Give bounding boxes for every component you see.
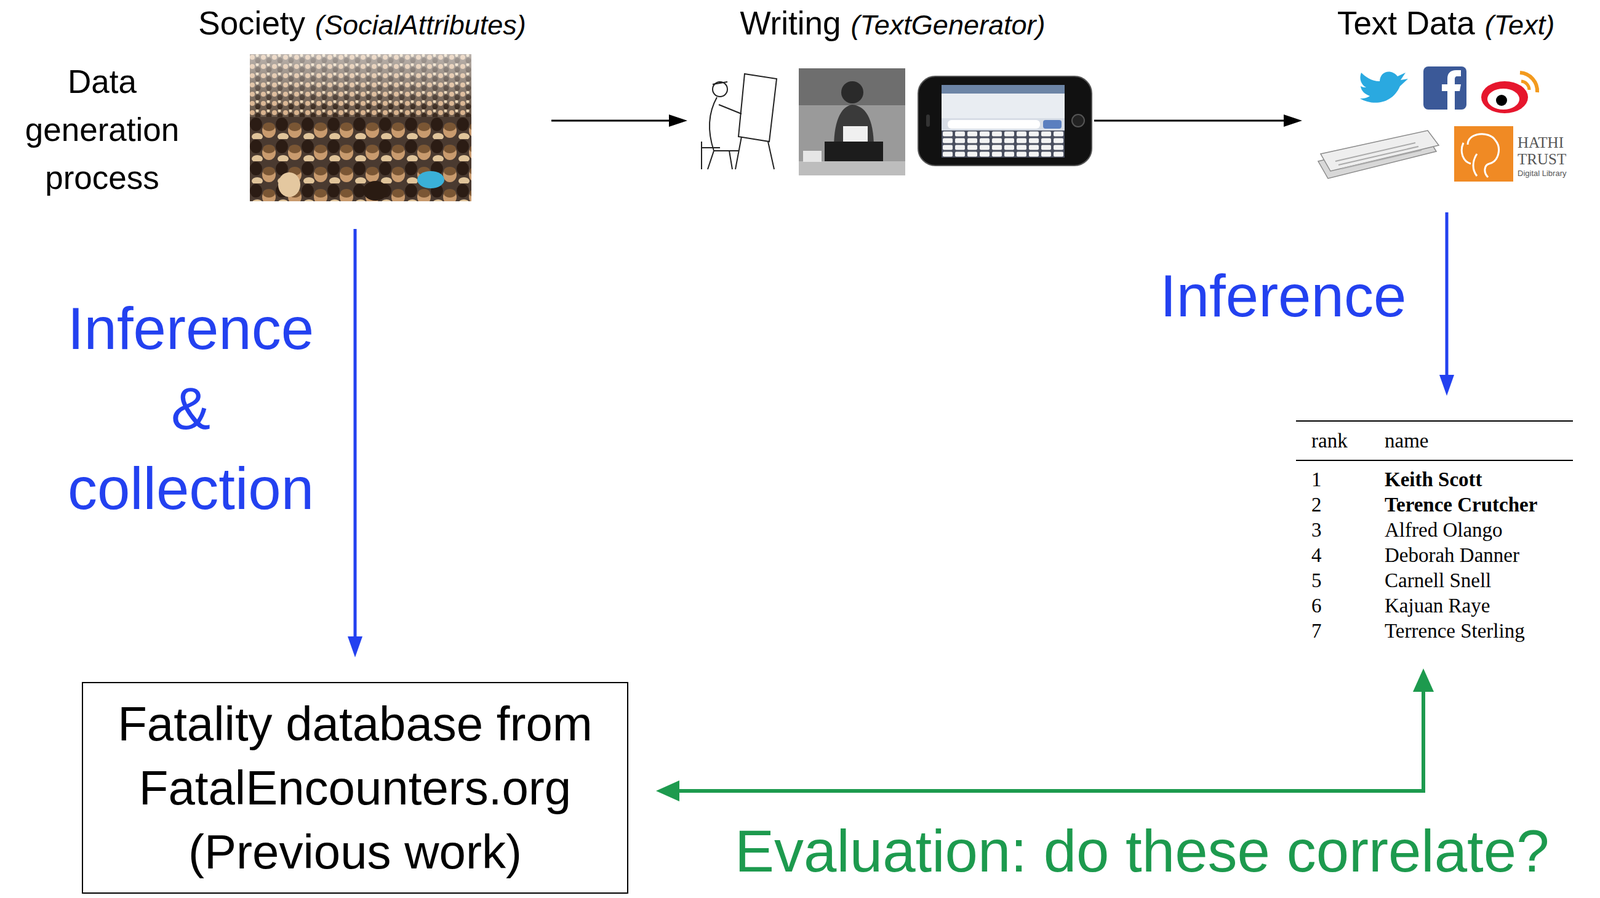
- stage-heading: Society (SocialAttributes): [175, 3, 549, 202]
- database-box: Fatality database from FatalEncounters.o…: [81, 681, 629, 894]
- facebook-icon: [1423, 66, 1467, 110]
- crowd-photo: [249, 116, 472, 202]
- scribe-sketch: [738, 73, 777, 142]
- weibo-icon: [1481, 81, 1528, 114]
- scribe-sketch: [707, 150, 733, 170]
- scribe-sketch: [701, 141, 720, 170]
- phone-picture: [941, 130, 1065, 158]
- typist-photo: [833, 104, 874, 148]
- phone-picture: [918, 76, 1092, 166]
- name-cell: Terrence Sterling: [1384, 618, 1573, 644]
- phone-picture: [947, 120, 1040, 129]
- scribe-sketch: [709, 97, 739, 151]
- stage-name: Society: [198, 4, 306, 42]
- name-cell: Terence Crutcher: [1384, 492, 1573, 518]
- name-cell: Keith Scott: [1384, 467, 1573, 493]
- hathitrust-logo: [1461, 134, 1499, 178]
- crowd-photo: [278, 172, 301, 197]
- table-grid: rankname 1Keith Scott2Terence Crutcher3Al…: [1296, 420, 1573, 644]
- edge-label: Evaluation: do these correlate?: [734, 817, 1550, 885]
- rank-cell: 3: [1296, 517, 1385, 543]
- name-cell: Deborah Danner: [1384, 542, 1573, 568]
- stage-name: Writing: [740, 4, 842, 42]
- rank-cell: 1: [1296, 467, 1385, 493]
- logo-wordmark: HATHI TRUST: [1517, 134, 1580, 168]
- phone-picture: [941, 84, 1065, 158]
- phone-picture: [1043, 120, 1062, 129]
- weibo-icon: [1496, 94, 1508, 106]
- newspaper-picture: [1320, 130, 1439, 172]
- newspaper-picture: [1335, 142, 1422, 169]
- rank-cell: 2: [1296, 492, 1385, 518]
- stage-heading: Text Data(Text): [1308, 3, 1584, 182]
- crowd-photo: [249, 54, 472, 117]
- evaluation-arrow: [678, 690, 1424, 791]
- newspaper-picture: [1318, 130, 1439, 179]
- crowd-photo: [363, 180, 388, 201]
- table-header: name: [1384, 421, 1573, 461]
- rank-cell: 6: [1296, 593, 1385, 619]
- scribe-sketch: [712, 81, 728, 85]
- weibo-icon: [1487, 88, 1520, 110]
- typist-photo: [803, 150, 822, 162]
- heading-line: Society (SocialAttributes): [198, 3, 526, 52]
- typist-photo: [798, 68, 906, 176]
- hathitrust-logo: [1454, 126, 1514, 182]
- typist-photo: [798, 68, 906, 176]
- hathitrust-logo: [1454, 126, 1514, 182]
- scribe-sketch: [735, 136, 775, 170]
- rank-cell: 4: [1296, 542, 1385, 568]
- inference-arrow: [353, 228, 357, 638]
- flow-arrow: [551, 120, 671, 122]
- box-text: Fatality database from FatalEncounters.o…: [95, 691, 615, 884]
- twitter-icon: [1360, 71, 1408, 103]
- phone-picture: [918, 76, 1092, 166]
- edge-label: Inference & collection: [49, 288, 333, 529]
- weibo-icon: [1521, 81, 1530, 90]
- phone-picture: [941, 93, 1065, 119]
- name-cell: Carnell Snell: [1384, 568, 1573, 594]
- side-note: Data generation process: [9, 57, 195, 202]
- heading-line: Text Data(Text): [1337, 3, 1555, 52]
- name-cell: Alfred Olango: [1384, 517, 1573, 543]
- phone-picture: [941, 84, 1065, 94]
- facebook-icon: [1441, 70, 1461, 110]
- phone-picture: [926, 114, 930, 127]
- stage-type: (TextGenerator): [850, 9, 1045, 41]
- scribe-sketch: [712, 81, 728, 97]
- typist-photo: [841, 81, 864, 104]
- crowd-photo: [249, 54, 472, 110]
- inference-arrow: [1445, 212, 1449, 376]
- flow-arrow: [1094, 120, 1285, 122]
- heading-line: Writing(TextGenerator): [740, 3, 1046, 52]
- edge-label: Inference: [1160, 262, 1407, 330]
- rank-cell: 7: [1296, 618, 1385, 644]
- weibo-icon: [1520, 72, 1538, 93]
- phone-picture: [941, 130, 1065, 158]
- crowd-photo: [249, 54, 472, 202]
- weibo-icon: [1481, 72, 1538, 114]
- phone-picture: [1072, 114, 1085, 127]
- twitter-icon: [1360, 71, 1408, 103]
- scribe-sketch: [718, 104, 742, 114]
- stage-heading: Writing(TextGenerator): [693, 3, 1092, 176]
- stage-type: (Text): [1484, 9, 1555, 41]
- logo-subtitle: Digital Library: [1517, 168, 1567, 179]
- name-cell: Kajuan Raye: [1384, 593, 1573, 619]
- crowd-photo: [417, 171, 445, 189]
- facebook-icon: [1423, 66, 1467, 110]
- scribe-sketch: [701, 73, 777, 170]
- typist-photo: [798, 68, 906, 106]
- ranking-table: rankname 1Keith Scott2Terence Crutcher3Al…: [1296, 420, 1573, 644]
- stage-type: (SocialAttributes): [315, 9, 527, 41]
- rank-cell: 5: [1296, 568, 1385, 594]
- typist-photo: [798, 161, 906, 176]
- stage-name: Text Data: [1337, 4, 1476, 42]
- table-header: rank: [1296, 421, 1385, 461]
